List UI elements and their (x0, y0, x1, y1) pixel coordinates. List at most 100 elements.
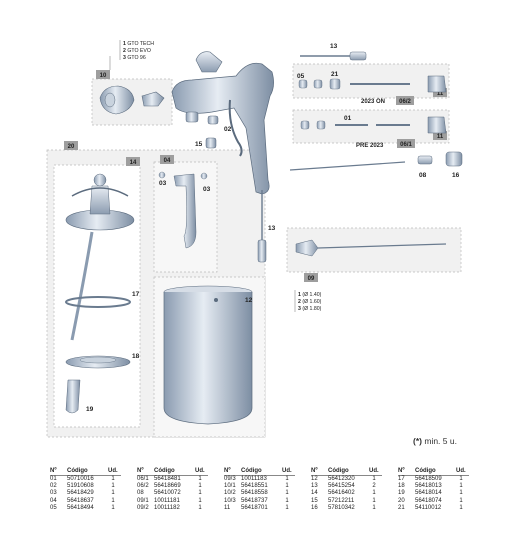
exploded-parts-diagram: 10 1 GTO TECH 2 GTO EVO 3 GTO 96 20 14 0… (46, 40, 463, 438)
header-code: Código (241, 468, 282, 476)
min-note-text: min. 5 u. (424, 436, 457, 446)
needle-08-16-illustration (289, 151, 463, 171)
svg-text:2 (Ø 1.60): 2 (Ø 1.60) (298, 299, 322, 305)
callout-13-b: 13 (268, 225, 276, 232)
callout-03-b: 03 (203, 186, 211, 193)
callout-20: 20 (68, 144, 75, 150)
gasket-17-illustration (65, 296, 131, 308)
variant-09-3-num: 3 (298, 306, 301, 312)
filter-18-illustration (65, 355, 131, 369)
svg-text:3 GTO 96: 3 GTO 96 (123, 55, 146, 61)
callout-04: 04 (164, 158, 171, 164)
variant-10-3-name: GTO 96 (127, 55, 145, 61)
screw-03-right (200, 172, 208, 180)
needle-13-top-illustration (300, 51, 367, 61)
variant-09-2-size: (Ø 1.60) (302, 299, 321, 305)
header-number: Nº (50, 468, 67, 476)
callout-11-b: 11 (437, 134, 444, 140)
header-ud: Ud. (195, 468, 208, 476)
callout-01: 01 (344, 115, 352, 122)
callout-15: 15 (195, 141, 203, 148)
header-code: Código (328, 468, 369, 476)
variant-10-3-num: 3 (123, 55, 126, 61)
header-ud: Ud. (369, 468, 382, 476)
header-code: Código (415, 468, 456, 476)
callout-03-a: 03 (159, 180, 167, 187)
callout-11-a: 11 (437, 91, 444, 97)
header-number: Nº (398, 468, 415, 476)
callout-16: 16 (452, 172, 460, 179)
year-label-on: 2023 ON (361, 99, 385, 105)
callout-06-2: 06/2 (399, 99, 411, 105)
variant-10-1-num: 1 (123, 41, 126, 47)
callout-14: 14 (130, 160, 137, 166)
group-box-10: 10 (91, 56, 173, 126)
callout-21: 21 (331, 71, 339, 78)
svg-text:2 GTO EVO: 2 GTO EVO (123, 48, 151, 54)
group-box-pre-2023: PRE 2023 06/1 11 (292, 109, 450, 149)
cup-12-illustration (163, 285, 253, 425)
callout-02: 02 (224, 126, 232, 133)
variant-09-2-num: 2 (298, 299, 301, 305)
part-19-illustration (65, 379, 81, 414)
header-code: Código (67, 468, 108, 476)
group-box-09: 09 (286, 227, 462, 282)
header-ud: Ud. (456, 468, 469, 476)
callout-18: 18 (132, 353, 140, 360)
spray-gun-body-illustration (171, 51, 274, 195)
callout-12: 12 (245, 297, 253, 304)
variant-10-2-name: GTO EVO (127, 48, 151, 54)
part-02-illustration (207, 115, 219, 125)
clip-04-illustration (173, 173, 197, 249)
air-cap-illustration (99, 85, 165, 115)
callout-17: 17 (132, 291, 140, 298)
callout-13-a: 13 (330, 43, 338, 50)
callout-06-1: 06/1 (400, 142, 412, 148)
nozzle-09-illustration (295, 239, 447, 257)
header-number: Nº (137, 468, 154, 476)
callout-08: 08 (419, 172, 427, 179)
callout-09: 09 (308, 276, 315, 282)
screw-03-left (158, 171, 166, 179)
header-code: Código (154, 468, 195, 476)
year-label-pre: PRE 2023 (356, 143, 384, 149)
callout-10: 10 (100, 73, 107, 79)
variant-09-3-size: (Ø 1.80) (302, 306, 321, 312)
svg-text:3 (Ø 1.80): 3 (Ø 1.80) (298, 306, 322, 312)
needle-13-lower-illustration (257, 190, 267, 263)
variant-09-1-size: (Ø 1.40) (302, 292, 321, 298)
variants-09-list: 1 (Ø 1.40) 2 (Ø 1.60) 3 (Ø 1.80) (294, 290, 322, 312)
variant-10-2-num: 2 (123, 48, 126, 54)
